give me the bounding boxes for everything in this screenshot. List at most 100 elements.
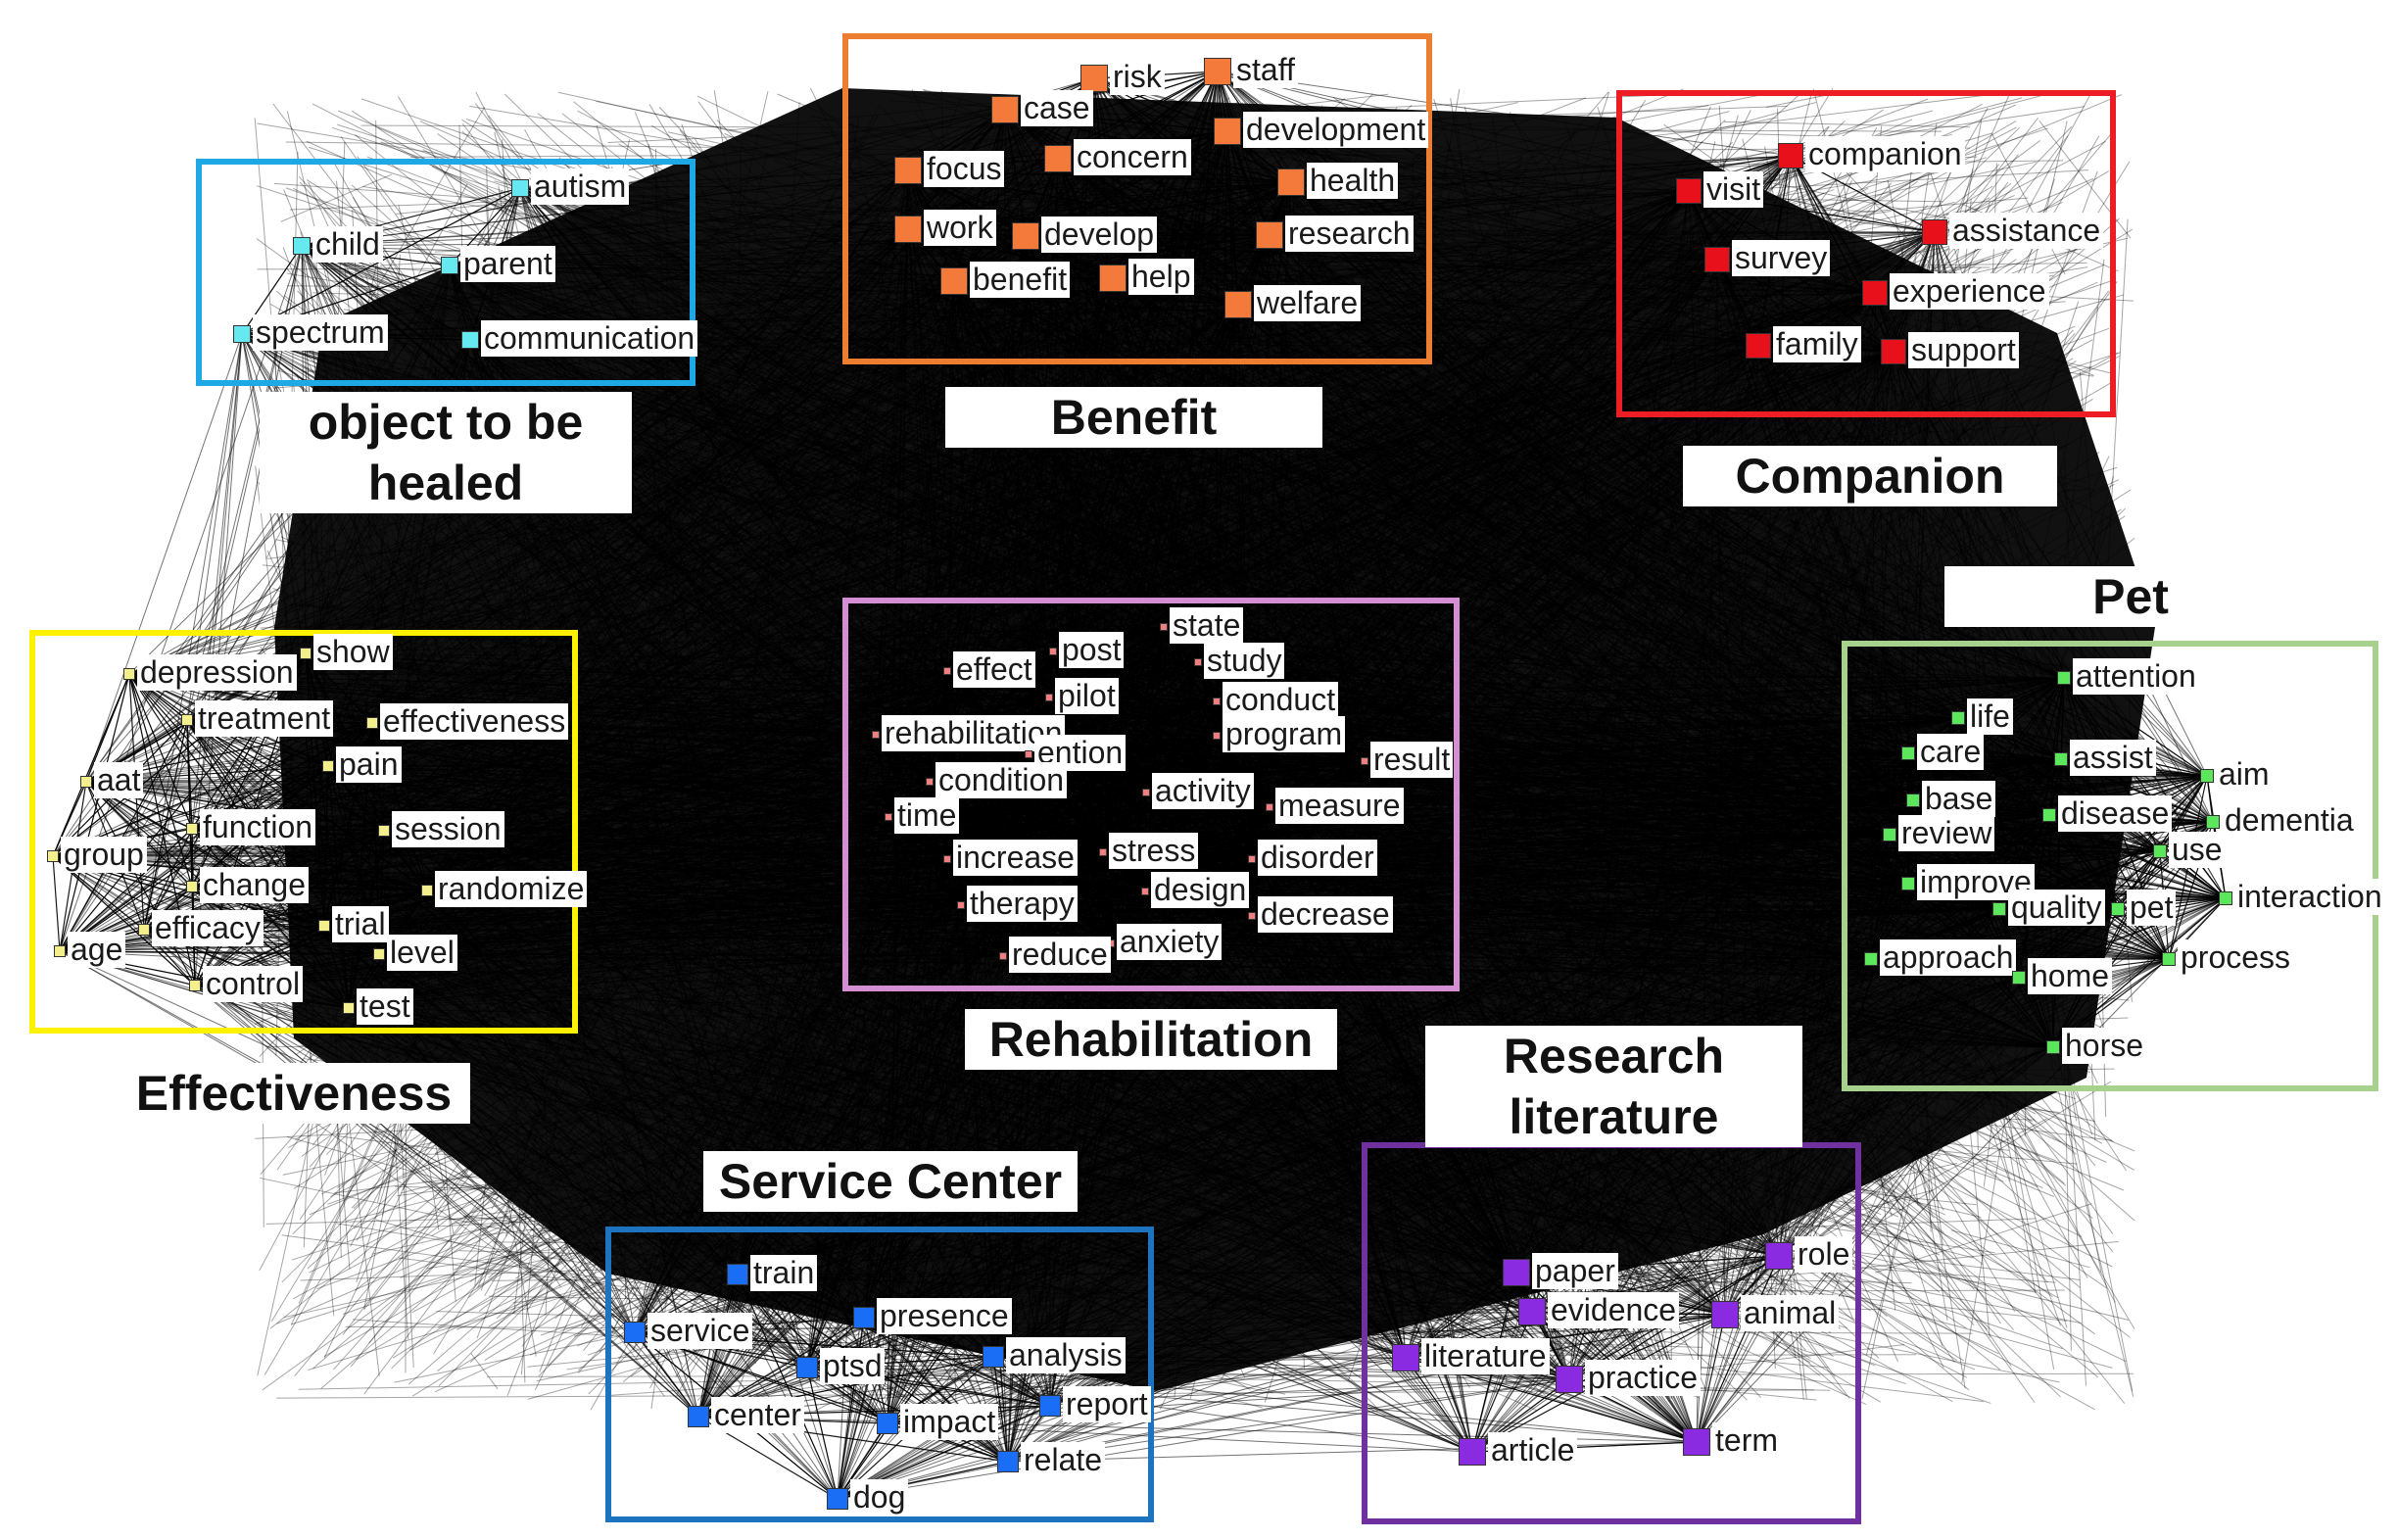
node-label-level: level — [387, 935, 457, 971]
node-experience — [1862, 280, 1888, 306]
node-label-survey: survey — [1732, 240, 1831, 276]
node-label-anxiety: anxiety — [1117, 924, 1223, 960]
node-label-decrease: decrease — [1258, 896, 1393, 933]
node-approach — [1864, 952, 1878, 966]
node-disorder — [1248, 855, 1256, 863]
node-label-condition: condition — [935, 762, 1068, 798]
node-label-child: child — [312, 226, 383, 263]
node-autism — [511, 179, 529, 197]
node-result — [1361, 757, 1368, 765]
node-term — [1683, 1428, 1710, 1456]
node-label-welfare: welfare — [1254, 285, 1362, 321]
cluster-title-effectiveness: Effectiveness — [118, 1063, 470, 1124]
node-study — [1194, 658, 1202, 666]
node-depression — [123, 668, 135, 680]
node-increase — [943, 855, 951, 863]
node-effectiveness — [366, 717, 378, 729]
node-state — [1160, 623, 1168, 631]
node-time — [885, 813, 892, 821]
node-label-result: result — [1370, 742, 1454, 778]
node-label-assist: assist — [2070, 740, 2156, 776]
node-label-disorder: disorder — [1258, 840, 1377, 876]
node-label-development: development — [1243, 112, 1429, 148]
node-staff — [1204, 58, 1231, 85]
node-reduce — [999, 952, 1007, 960]
node-label-benefit: benefit — [970, 262, 1071, 298]
node-label-autism: autism — [531, 168, 630, 205]
node-label-pain: pain — [336, 746, 402, 783]
node-label-dog: dog — [850, 1479, 909, 1516]
node-group — [47, 850, 59, 862]
node-label-service: service — [647, 1313, 753, 1349]
node-label-develop: develop — [1041, 217, 1158, 253]
node-pilot — [1045, 694, 1053, 701]
node-aat — [80, 776, 92, 788]
cluster-title-benefit: Benefit — [945, 387, 1322, 448]
node-label-aat: aat — [94, 762, 144, 798]
node-label-experience: experience — [1890, 273, 2049, 310]
node-label-change: change — [200, 867, 309, 903]
node-service — [624, 1322, 646, 1343]
node-case — [991, 96, 1019, 123]
node-companion — [1778, 143, 1803, 168]
cluster-box-effectiveness — [29, 630, 578, 1034]
node-label-article: article — [1488, 1432, 1578, 1468]
node-role — [1765, 1242, 1793, 1270]
cluster-box-object — [196, 159, 695, 386]
node-label-state: state — [1170, 607, 1244, 644]
node-label-therapy: therapy — [967, 886, 1078, 922]
node-animal — [1711, 1301, 1739, 1328]
node-label-age: age — [68, 932, 126, 968]
node-label-horse: horse — [2062, 1028, 2147, 1064]
node-label-treatment: treatment — [195, 700, 334, 737]
node-label-concern: concern — [1074, 139, 1191, 175]
node-label-care: care — [1917, 734, 1985, 770]
node-child — [293, 237, 311, 255]
node-risk — [1080, 65, 1108, 92]
node-label-show: show — [313, 634, 393, 670]
node-assistance — [1922, 219, 1947, 245]
node-label-communication: communication — [481, 320, 698, 357]
node-benefit — [940, 267, 968, 295]
node-label-assistance: assistance — [1949, 213, 2104, 249]
node-dog — [827, 1488, 848, 1510]
cluster-title-research: Research literature — [1425, 1026, 1802, 1147]
node-label-trial: trial — [332, 906, 389, 942]
node-label-staff: staff — [1233, 52, 1298, 88]
node-show — [300, 648, 312, 659]
node-use — [2153, 844, 2167, 858]
node-horse — [2046, 1040, 2060, 1054]
node-spectrum — [233, 325, 251, 343]
node-aim — [2200, 769, 2214, 783]
node-communication — [461, 331, 479, 349]
node-randomize — [421, 885, 433, 896]
node-life — [1951, 711, 1965, 725]
node-label-evidence: evidence — [1548, 1292, 1680, 1328]
node-pain — [322, 760, 334, 772]
node-support — [1881, 339, 1906, 364]
node-label-train: train — [750, 1255, 818, 1291]
node-label-report: report — [1063, 1386, 1151, 1422]
node-ention — [1025, 750, 1032, 758]
cluster-title-service: Service Center — [703, 1151, 1078, 1212]
cluster-title-companion: Companion — [1683, 446, 2057, 506]
node-evidence — [1518, 1298, 1546, 1325]
node-label-group: group — [61, 837, 147, 873]
node-activity — [1142, 789, 1150, 796]
node-label-presence: presence — [877, 1298, 1012, 1334]
node-conduct — [1213, 698, 1221, 705]
node-label-program: program — [1223, 716, 1346, 752]
node-focus — [894, 157, 922, 184]
node-train — [727, 1264, 748, 1285]
node-label-dementia: dementia — [2222, 802, 2357, 839]
node-design — [1141, 888, 1149, 895]
node-label-term: term — [1712, 1422, 1781, 1459]
cluster-box-research — [1362, 1142, 1861, 1524]
node-label-role: role — [1795, 1236, 1853, 1273]
node-base — [1906, 794, 1920, 807]
node-label-base: base — [1922, 781, 1996, 817]
node-quality — [1992, 902, 2006, 916]
node-label-quality: quality — [2008, 890, 2105, 926]
node-practice — [1556, 1366, 1583, 1393]
